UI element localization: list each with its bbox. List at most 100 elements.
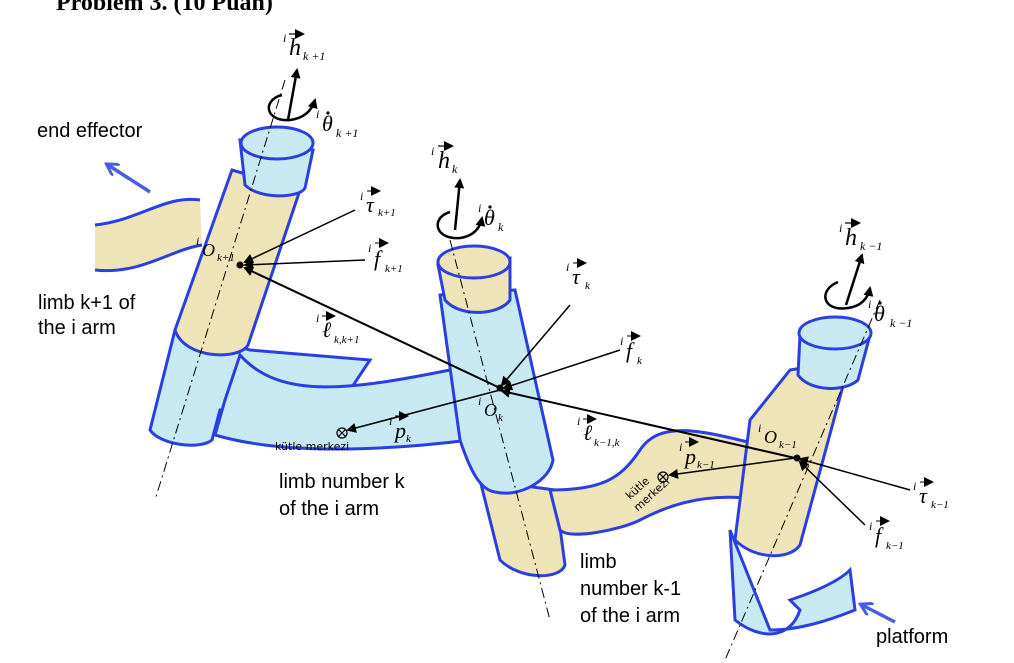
svg-text:O: O bbox=[202, 240, 215, 260]
svg-text:k−1: k−1 bbox=[886, 540, 904, 552]
joint-body-k-lower bbox=[478, 478, 567, 578]
svg-text:k −1: k −1 bbox=[890, 316, 912, 330]
end-effector-arm bbox=[95, 199, 202, 271]
limb-k-label-line2: of the i arm bbox=[279, 498, 380, 520]
svg-text:i: i bbox=[478, 394, 481, 408]
joint-point-k bbox=[496, 384, 504, 392]
svg-text:p: p bbox=[683, 444, 696, 469]
svg-text:k: k bbox=[585, 280, 591, 292]
svg-text:h: h bbox=[845, 225, 857, 251]
limb-k-plus-1-label-line2: the i arm bbox=[38, 317, 116, 339]
svg-text:i: i bbox=[316, 311, 319, 325]
svg-text:f: f bbox=[875, 523, 884, 548]
symbol-h-k-minus-1: i h k −1 bbox=[839, 218, 882, 253]
limb-k-minus-1-label-line1: limb bbox=[580, 551, 617, 573]
svg-text:θ: θ bbox=[874, 301, 885, 326]
mass-center-label-k: kütle merkezi bbox=[275, 440, 349, 453]
svg-text:i: i bbox=[431, 144, 434, 158]
svg-text:i: i bbox=[316, 107, 319, 121]
svg-text:k: k bbox=[406, 433, 412, 445]
symbol-h-k-plus-1: i h k +1 bbox=[283, 29, 325, 63]
svg-text:ℓ: ℓ bbox=[322, 317, 332, 342]
svg-text:k−1: k−1 bbox=[697, 459, 715, 471]
joint-body-k-plus-1 bbox=[173, 168, 302, 357]
limb-k-minus-1-label-line2: number k-1 bbox=[580, 578, 682, 600]
symbol-theta-k-plus-1: i θ k +1 bbox=[316, 107, 358, 140]
svg-text:θ: θ bbox=[484, 205, 495, 230]
vectors bbox=[243, 209, 911, 526]
axis-h-k bbox=[436, 178, 486, 240]
axis-h-k-minus-1 bbox=[824, 253, 874, 310]
svg-text:p: p bbox=[393, 418, 406, 443]
svg-text:i: i bbox=[679, 440, 682, 454]
svg-text:h: h bbox=[289, 35, 301, 61]
svg-text:k: k bbox=[498, 412, 504, 424]
svg-text:θ: θ bbox=[322, 111, 333, 136]
end-effector-label: end effector bbox=[37, 120, 143, 142]
svg-text:i: i bbox=[758, 421, 761, 435]
joint-point-k-plus-1 bbox=[236, 261, 244, 269]
svg-text:i: i bbox=[478, 201, 481, 215]
svg-text:k+1: k+1 bbox=[217, 252, 235, 264]
svg-text:k−1: k−1 bbox=[931, 499, 949, 511]
svg-text:τ: τ bbox=[572, 264, 581, 289]
symbol-theta-k: i θ k bbox=[478, 201, 504, 234]
symbol-p-k: i p k bbox=[389, 411, 412, 445]
svg-text:k −1: k −1 bbox=[860, 239, 882, 253]
svg-text:i: i bbox=[389, 414, 392, 428]
mass-center-marker-k bbox=[336, 427, 348, 439]
platform-link bbox=[728, 529, 857, 636]
limb-k-label-line1: limb number k bbox=[279, 471, 405, 493]
svg-text:i: i bbox=[620, 334, 623, 348]
symbol-f-k-plus-1: i f k+1 bbox=[368, 238, 403, 275]
axis-h-k-plus-1 bbox=[267, 68, 318, 122]
platform-label: platform bbox=[876, 626, 949, 648]
limb-k-plus-1-label-line1: limb k+1 of bbox=[38, 292, 136, 314]
svg-text:h: h bbox=[438, 148, 450, 174]
svg-text:k+1: k+1 bbox=[385, 263, 403, 275]
svg-text:i: i bbox=[368, 241, 371, 255]
svg-text:O: O bbox=[484, 400, 497, 420]
svg-text:i: i bbox=[196, 234, 199, 248]
svg-text:k,k+1: k,k+1 bbox=[334, 334, 359, 346]
svg-text:i: i bbox=[869, 519, 872, 533]
symbol-theta-k-minus-1: i θ k −1 bbox=[868, 297, 912, 330]
svg-text:k +1: k +1 bbox=[303, 49, 325, 63]
svg-text:i: i bbox=[913, 479, 916, 493]
symbol-f-k-minus-1: i f k−1 bbox=[869, 516, 904, 552]
svg-text:k: k bbox=[452, 162, 458, 176]
svg-text:k: k bbox=[637, 355, 643, 367]
limb-k-minus-1-label-line3: of the i arm bbox=[580, 605, 681, 627]
joint-point-k-minus-1 bbox=[793, 454, 801, 462]
symbol-l-k-k-plus-1: i ℓ k,k+1 bbox=[316, 311, 359, 346]
mass-center-marker-k-minus-1 bbox=[657, 471, 669, 483]
symbol-o-k-minus-1: i O k−1 bbox=[758, 421, 797, 451]
symbol-f-k: i f k bbox=[620, 331, 643, 367]
symbol-o-k: i O k bbox=[478, 394, 504, 424]
svg-text:k +1: k +1 bbox=[336, 126, 358, 140]
svg-text:τ: τ bbox=[919, 483, 928, 508]
svg-text:i: i bbox=[868, 297, 871, 311]
platform-arrow bbox=[862, 605, 896, 624]
symbol-p-k-minus-1: i p k−1 bbox=[679, 437, 715, 471]
svg-text:O: O bbox=[764, 427, 777, 447]
symbol-l-k-minus-1-k: i ℓ k−1,k bbox=[577, 414, 621, 449]
svg-text:k−1: k−1 bbox=[779, 439, 797, 451]
svg-text:f: f bbox=[374, 246, 383, 271]
svg-text:τ: τ bbox=[366, 192, 375, 217]
svg-text:i: i bbox=[566, 260, 569, 274]
symbol-tau-k-minus-1: i τ k−1 bbox=[913, 477, 949, 511]
svg-text:k+1: k+1 bbox=[378, 207, 396, 219]
end-effector-arrow bbox=[108, 165, 151, 194]
symbol-o-k-plus-1: i O k+1 bbox=[196, 234, 235, 264]
limb-k-minus-1 bbox=[724, 299, 881, 661]
symbol-tau-k-plus-1: i τ k+1 bbox=[360, 186, 396, 219]
svg-text:ℓ: ℓ bbox=[583, 420, 593, 445]
svg-text:f: f bbox=[626, 338, 635, 363]
symbol-h-k: i h k bbox=[431, 141, 458, 176]
svg-text:k: k bbox=[498, 220, 504, 234]
svg-text:i: i bbox=[577, 414, 580, 428]
symbol-tau-k: i τ k bbox=[566, 258, 591, 292]
svg-text:k−1,k: k−1,k bbox=[594, 437, 621, 449]
